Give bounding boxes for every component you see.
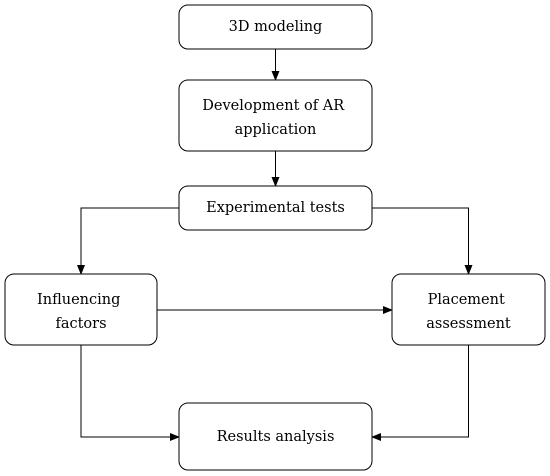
- svg-text:Influencing factors: Influencing factors: [37, 292, 125, 332]
- node-tests-label: Experimental tests: [206, 200, 345, 216]
- edge-factors-to-results: [80, 345, 180, 441]
- node-development-label-line1: Development of AR: [202, 98, 345, 114]
- node-modeling: 3D modeling: [178, 4, 373, 50]
- node-factors-label-line2: factors: [55, 316, 106, 332]
- edges: [77, 49, 473, 441]
- svg-text:Results analysis: Results analysis: [217, 429, 335, 445]
- node-placement-label-line1: Placement: [428, 292, 505, 308]
- node-development: Development of AR application: [178, 79, 373, 152]
- node-modeling-box: [178, 4, 373, 50]
- node-development-label-line2: application: [235, 122, 317, 138]
- svg-text:Development of AR applic: Development of AR application: [202, 98, 348, 138]
- edge-tests-to-placement: [372, 207, 473, 275]
- node-results: Results analysis: [178, 402, 373, 471]
- node-results-label: Results analysis: [217, 429, 335, 445]
- svg-text:Placement assessment: Placement assessment: [426, 292, 511, 332]
- node-placement-box: [391, 273, 546, 346]
- node-modeling-label: 3D modeling: [229, 19, 323, 35]
- node-factors: Influencing factors: [4, 273, 158, 346]
- edge-tests-to-factors: [77, 207, 179, 275]
- node-tests: Experimental tests: [178, 185, 373, 231]
- node-factors-label-line1: Influencing: [37, 292, 120, 308]
- node-placement: Placement assessment: [391, 273, 546, 346]
- node-factors-box: [4, 273, 158, 346]
- node-placement-label-line2: assessment: [426, 316, 511, 332]
- svg-text:3D modeling: 3D modeling: [229, 19, 323, 35]
- node-results-box: [178, 402, 373, 471]
- svg-text:Experimental tests: Experimental tests: [206, 200, 345, 216]
- node-tests-box: [178, 185, 373, 231]
- edge-placement-to-results: [371, 345, 469, 441]
- node-development-box: [178, 79, 373, 152]
